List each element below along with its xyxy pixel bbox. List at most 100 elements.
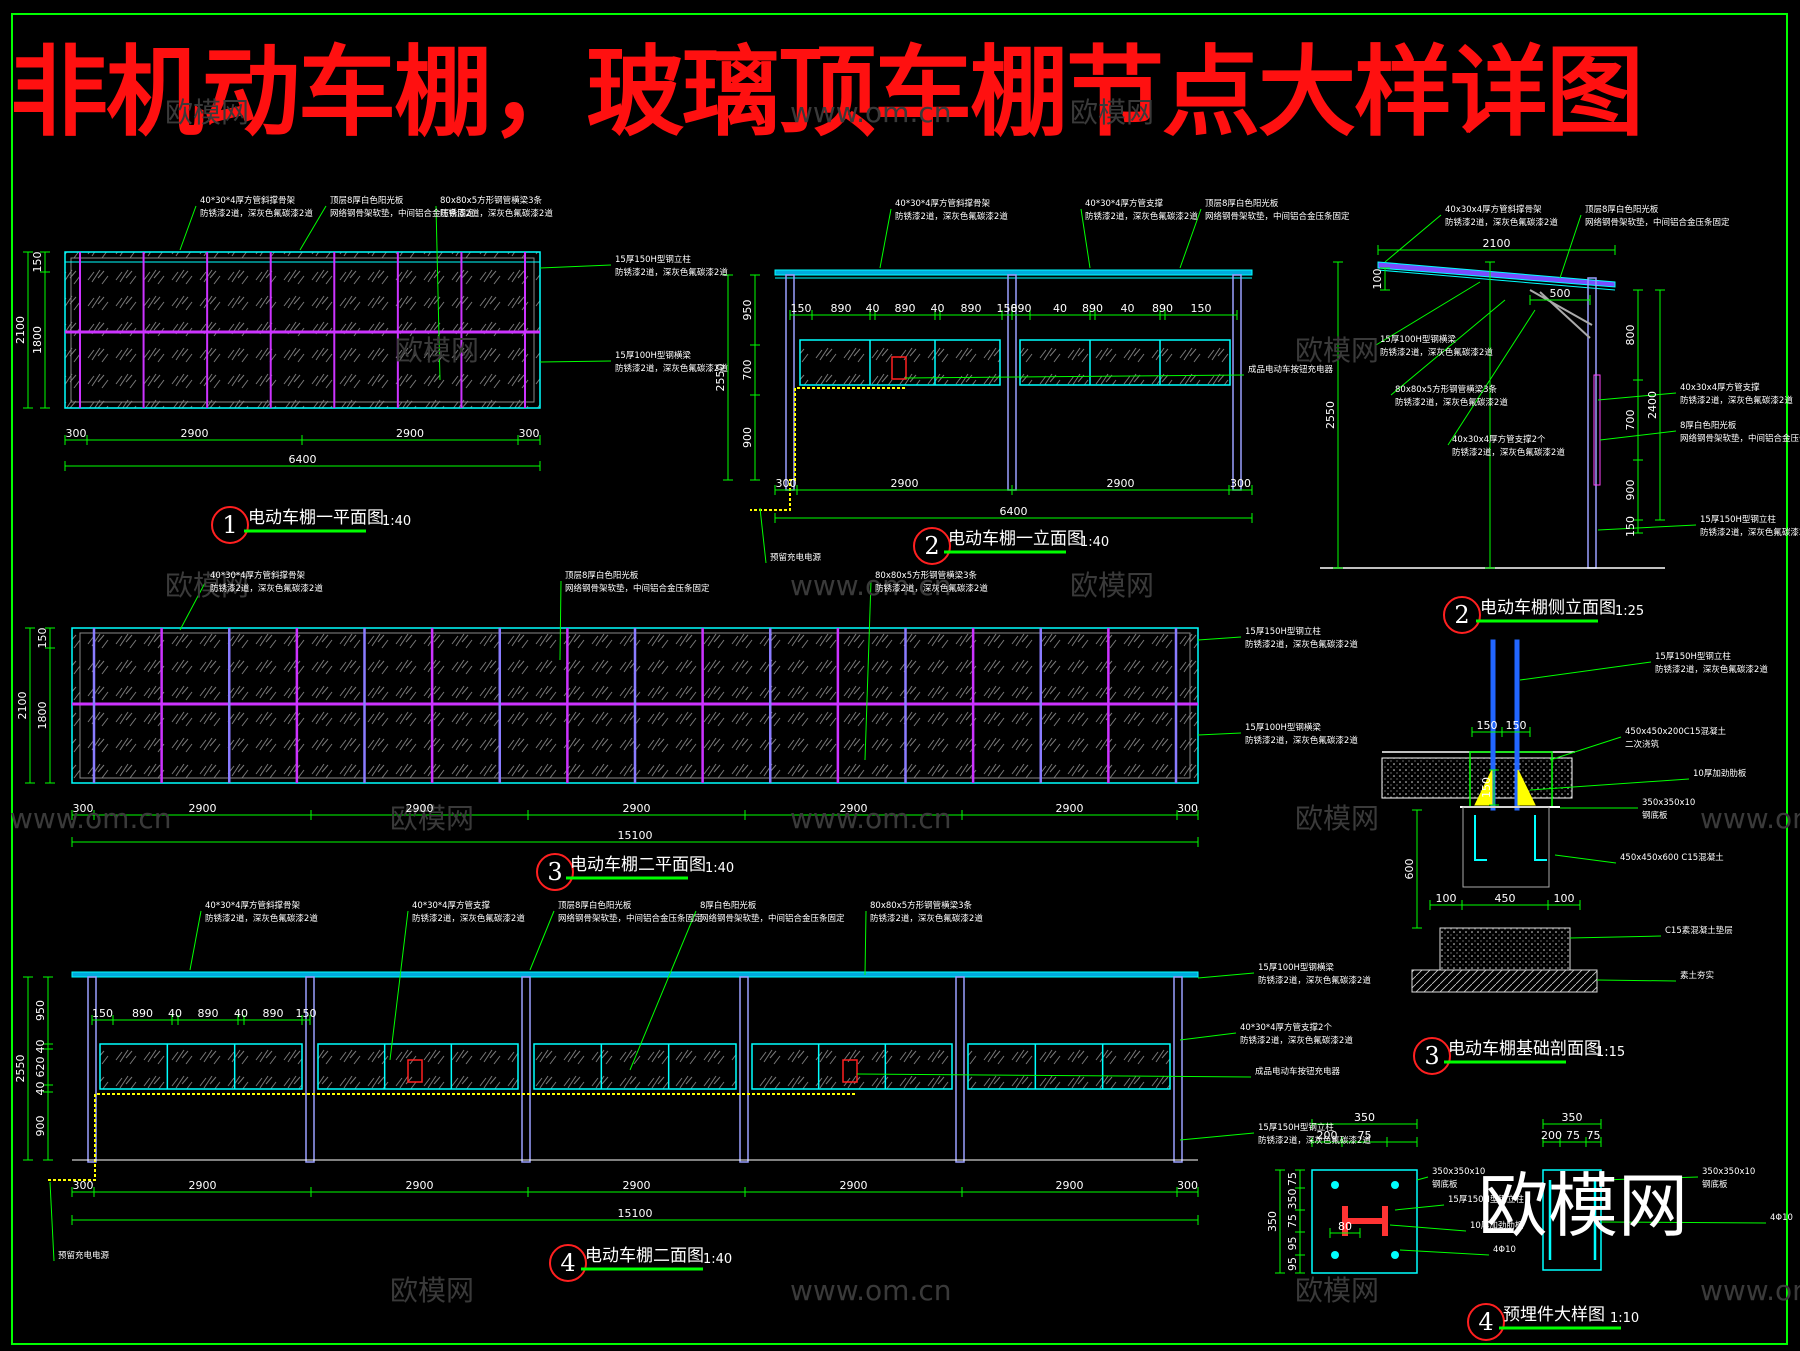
annotation-line1: 15厚150H型钢立柱 <box>1258 1122 1334 1133</box>
annotation-line2: 防锈漆2道，深灰色氟碳漆2道 <box>1085 211 1198 222</box>
leader-line <box>629 910 697 1071</box>
dimension-label: 2900 <box>181 427 209 440</box>
glass-panel <box>99 1043 303 1090</box>
annotation-line1: 4Φ10 <box>1493 1245 1516 1255</box>
annotation-line2: 网络钢骨架软垫，中间铝合金压条固定 <box>1585 217 1730 228</box>
inner-outline <box>70 257 535 403</box>
anchor-bolt <box>1534 815 1547 861</box>
dimension-label: 700 <box>1624 410 1637 431</box>
annotation-line2: 防锈漆2道，深灰色氟碳漆2道 <box>1680 395 1793 406</box>
h-steel-section <box>1342 1206 1388 1236</box>
annotation-line1: 15厚150H型钢立柱 <box>1700 514 1776 525</box>
watermark-url: www.om.cn <box>790 96 951 129</box>
annotation-line1: 素土夯实 <box>1680 970 1714 981</box>
charger-box <box>891 356 907 380</box>
leader-line <box>1529 778 1690 791</box>
total-width: 6400 <box>1000 505 1028 518</box>
leader-line <box>299 205 327 251</box>
leader-line <box>1549 736 1622 761</box>
view-scale: 1:25 <box>1615 604 1644 619</box>
dimension-label: 350 <box>1354 1111 1375 1124</box>
annotation-line2: 防锈漆2道，深灰色氟碳漆2道 <box>1240 1035 1353 1046</box>
dimension-label: 2900 <box>840 802 868 815</box>
watermark-large: 欧模网 <box>1478 1165 1688 1247</box>
leader-line <box>1197 636 1242 641</box>
dimension-label: 300 <box>73 802 94 815</box>
dimension-label: 40 <box>1053 302 1067 315</box>
dimension-label: 300 <box>519 427 540 440</box>
annotation-line2: 防锈漆2道，深灰色氟碳漆2道 <box>210 583 323 594</box>
watermark-text: 欧模网 <box>1295 802 1379 835</box>
dimension-label: 500 <box>1550 287 1571 300</box>
leader-line <box>1447 309 1536 446</box>
annotation-line1: 15厚150H型钢立柱 <box>1245 626 1321 637</box>
annotation-line2: 防锈漆2道，深灰色氟碳漆2道 <box>205 913 318 924</box>
leader-line <box>856 1073 1252 1078</box>
total-width: 15100 <box>618 829 653 842</box>
dimension-label: 300 <box>73 1179 94 1192</box>
leader-line <box>539 360 612 363</box>
view-scale: 1:40 <box>382 514 411 529</box>
watermark-text: 欧模网 <box>395 334 479 367</box>
dimension-label: 150 <box>296 1007 317 1020</box>
dimension-label: 620 <box>34 1057 47 1078</box>
h-steel-flange <box>1514 639 1520 811</box>
steel-column <box>87 976 97 1163</box>
annotation-line2: 防锈漆2道，深灰色氟碳漆2道 <box>200 208 313 219</box>
leader-line <box>1080 208 1091 269</box>
glass-fill <box>65 252 540 408</box>
total-height: 2550 <box>714 364 727 392</box>
annotation-line2: 网络钢骨架软垫，中间铝合金压条固定 <box>565 583 710 594</box>
annotation-line1: 80x80x5方形钢管横梁3条 <box>440 195 543 206</box>
steel-column <box>955 976 965 1163</box>
annotation-line1: 80x80x5方形钢管横梁3条 <box>870 900 973 911</box>
annotation-line1: 40*30*4厚方管支撑2个 <box>1240 1022 1332 1033</box>
annotation-line2: 防锈漆2道，深灰色氟碳漆2道 <box>895 211 1008 222</box>
leader-line <box>1416 1176 1429 1181</box>
dimension-label: 300 <box>1177 1179 1198 1192</box>
annotation-line1: 10厚加劲肋板 <box>1470 1220 1524 1231</box>
anchor-hole <box>1391 1251 1399 1259</box>
dimension-label: 40 <box>234 1007 248 1020</box>
glass-panel <box>533 1043 737 1090</box>
watermark-layer: 欧模网欧模网欧模网欧模网欧模网欧模网欧模网欧模网欧模网欧模网www.om.cnw… <box>10 96 1800 1307</box>
anchor-hole <box>1331 1251 1339 1259</box>
dimension-label: 890 <box>132 1007 153 1020</box>
annotation-line1: 4Φ10 <box>1770 1213 1793 1223</box>
leader-line <box>529 910 555 971</box>
dimension-label: 300 <box>66 427 87 440</box>
annotation-line1: 15厚150H型钢立柱 <box>615 254 691 265</box>
annotation-line1: 15厚150H型钢立柱 <box>1655 651 1731 662</box>
leader-line <box>1597 392 1677 401</box>
annotation-line1: 40*30*4厚方管支撑 <box>1085 198 1164 209</box>
dimension-label: 350 <box>1266 1211 1279 1232</box>
side-plate <box>1542 1169 1602 1271</box>
annotation-line2: 网络钢骨架软垫，中间铝合金压条固定 <box>700 913 845 924</box>
annotation-line2: 钢底板 <box>1702 1179 1728 1190</box>
dimension-label: 890 <box>1082 302 1103 315</box>
dimension-label: 150 <box>31 252 44 273</box>
geometry-layer <box>23 205 1767 1341</box>
dimension-label: 1800 <box>36 702 49 730</box>
dimension-label: 350 <box>1286 1189 1299 1210</box>
annotation-line1: 15厚100H型钢横梁 <box>1258 962 1334 973</box>
dimension-label: 300 <box>776 477 797 490</box>
dimension-label: 40 <box>1121 302 1135 315</box>
view-number: 4 <box>1478 1308 1493 1336</box>
concrete-footing <box>1462 806 1550 888</box>
dimension-label: 890 <box>895 302 916 315</box>
steel-column <box>1173 976 1183 1163</box>
h-steel-flange <box>1490 639 1496 811</box>
annotation-line1: 15厚100H型钢横梁 <box>1245 722 1321 733</box>
leader-line <box>1399 1249 1490 1256</box>
leader-line <box>49 1181 55 1262</box>
watermark-text: 欧模网 <box>1295 334 1379 367</box>
annotation-line2: 网络钢骨架软垫，中间铝合金压条固定 <box>1680 433 1800 444</box>
annotation-line1: 15厚100H型钢横梁 <box>1380 334 1456 345</box>
leader-line <box>864 580 872 761</box>
steel-column <box>305 976 315 1163</box>
dimension-label: 2900 <box>396 427 424 440</box>
leader-line <box>1384 214 1442 263</box>
annotation-line2: 防锈漆2道，深灰色氟碳漆2道 <box>1245 735 1358 746</box>
view-label: 电动车棚二平面图 <box>570 855 706 875</box>
